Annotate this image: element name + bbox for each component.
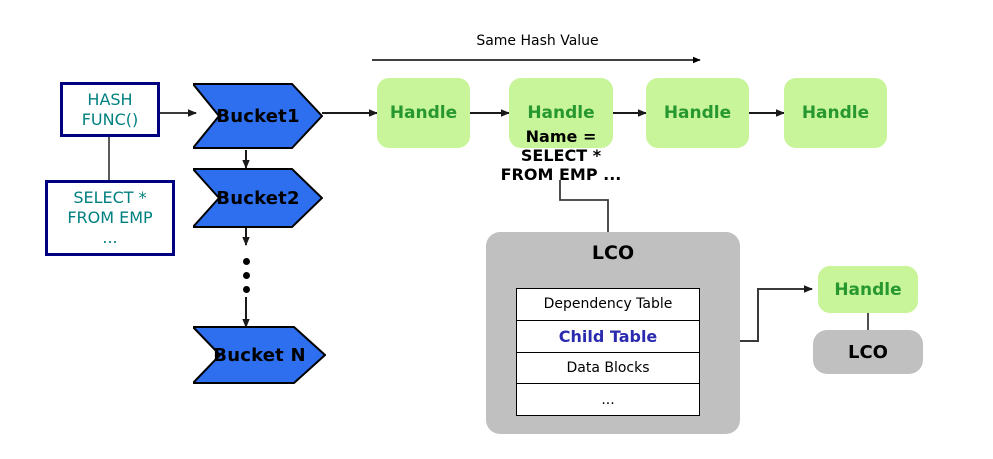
handle-1[interactable]: Handle [377,78,470,148]
sql-line-2: FROM EMP [67,208,153,227]
table-row-child-table[interactable]: Child Table [517,321,699,353]
lco-main-title: LCO [591,242,635,264]
table-row-label: Child Table [558,326,658,346]
bucket-1-label: Bucket1 [216,105,300,127]
handle-3-label: Handle [663,103,732,123]
hash-func-box[interactable]: HASH FUNC() [60,82,160,137]
table-row-dependency-table[interactable]: Dependency Table [517,289,699,321]
handle-name-line-3: FROM EMP ... [500,164,622,184]
same-hash-value-label: Same Hash Value [476,33,599,49]
handle-1-label: Handle [389,103,458,123]
sql-statement-box[interactable]: SELECT * FROM EMP ... [45,180,175,256]
table-row-ellipsis[interactable]: ... [517,384,699,415]
sql-line-3: ... [102,228,118,247]
handle-3[interactable]: Handle [646,78,749,148]
bucket-1[interactable]: Bucket1 [193,83,323,149]
handle-2-label: Handle [527,103,595,123]
bucket-n[interactable]: Bucket N [193,326,326,384]
child-lco-box[interactable]: LCO [813,330,923,374]
table-row-label: Dependency Table [543,296,673,313]
vertical-ellipsis-icon [242,258,250,293]
handle-name-annotation: Name = SELECT * FROM EMP ... [465,127,657,185]
handle-name-line-1: Name = [525,127,597,146]
bucket-2[interactable]: Bucket2 [193,168,323,228]
bucket-chevron-shape [193,83,323,149]
bucket-n-label: Bucket N [213,344,306,366]
bucket-chevron-shape [193,326,326,384]
table-row-label: Data Blocks [566,359,650,376]
bucket-2-label: Bucket2 [216,187,300,209]
handle-name-line-2: SELECT * [520,145,602,165]
sql-line-1: SELECT * [73,188,147,207]
bucket-chevron-shape [193,168,323,228]
table-row-label: ... [601,391,615,408]
handle-4[interactable]: Handle [784,78,887,148]
handle-2[interactable]: Handle [509,78,613,148]
hash-func-line-1: HASH [87,89,133,109]
hash-func-line-2: FUNC() [81,109,139,129]
table-row-data-blocks[interactable]: Data Blocks [517,353,699,385]
child-lco-label: LCO [848,341,888,363]
child-handle-label: Handle [834,279,902,300]
lco-inner-table: Dependency Table Child Table Data Blocks… [516,288,700,416]
child-handle[interactable]: Handle [818,266,918,313]
handle-4-label: Handle [801,103,870,123]
link-handle2-to-lco [559,180,609,233]
